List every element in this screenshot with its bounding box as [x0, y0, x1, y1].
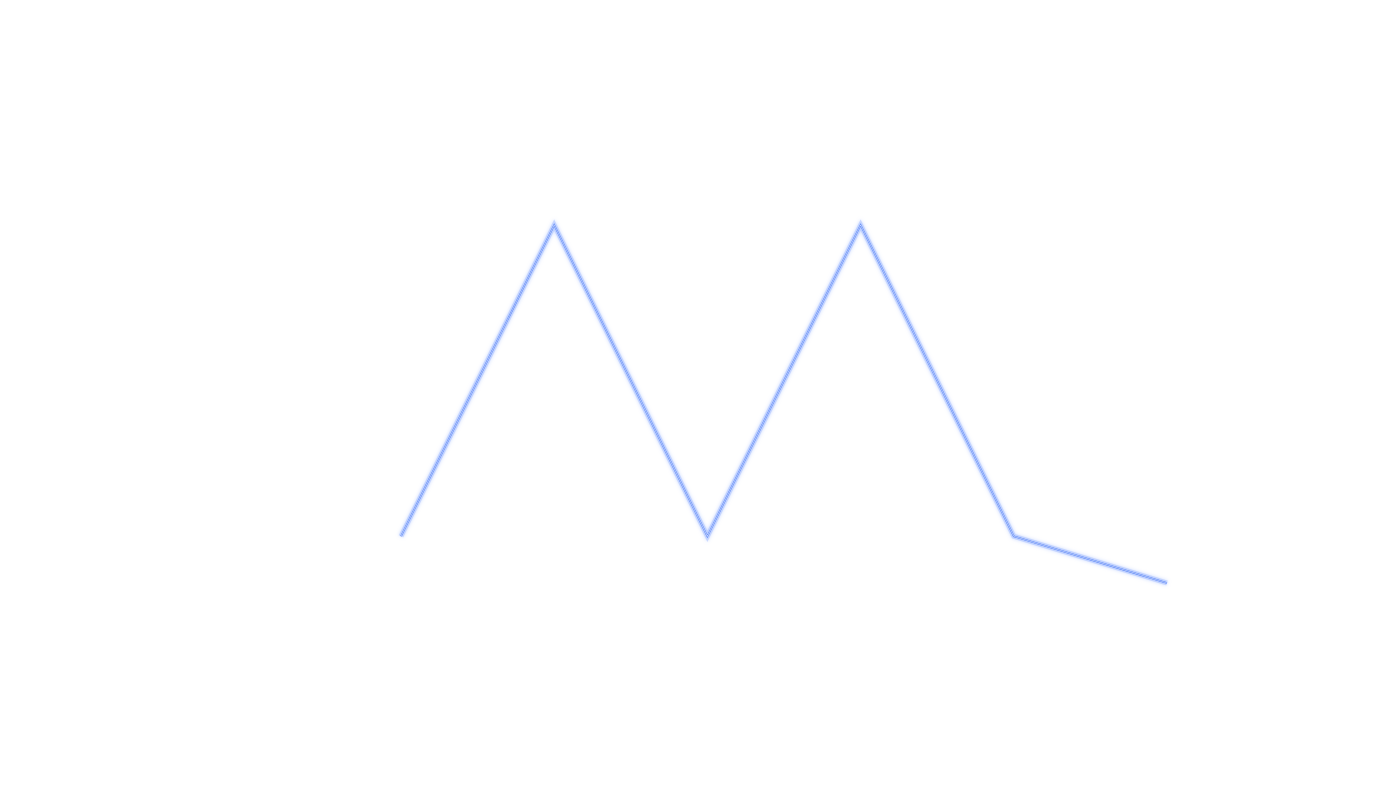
series-layer [398, 219, 1168, 586]
series-line [400, 223, 1168, 584]
series-line-highlight [400, 224, 1168, 584]
series-line-glow [398, 219, 1168, 586]
series-0 [398, 219, 1168, 586]
